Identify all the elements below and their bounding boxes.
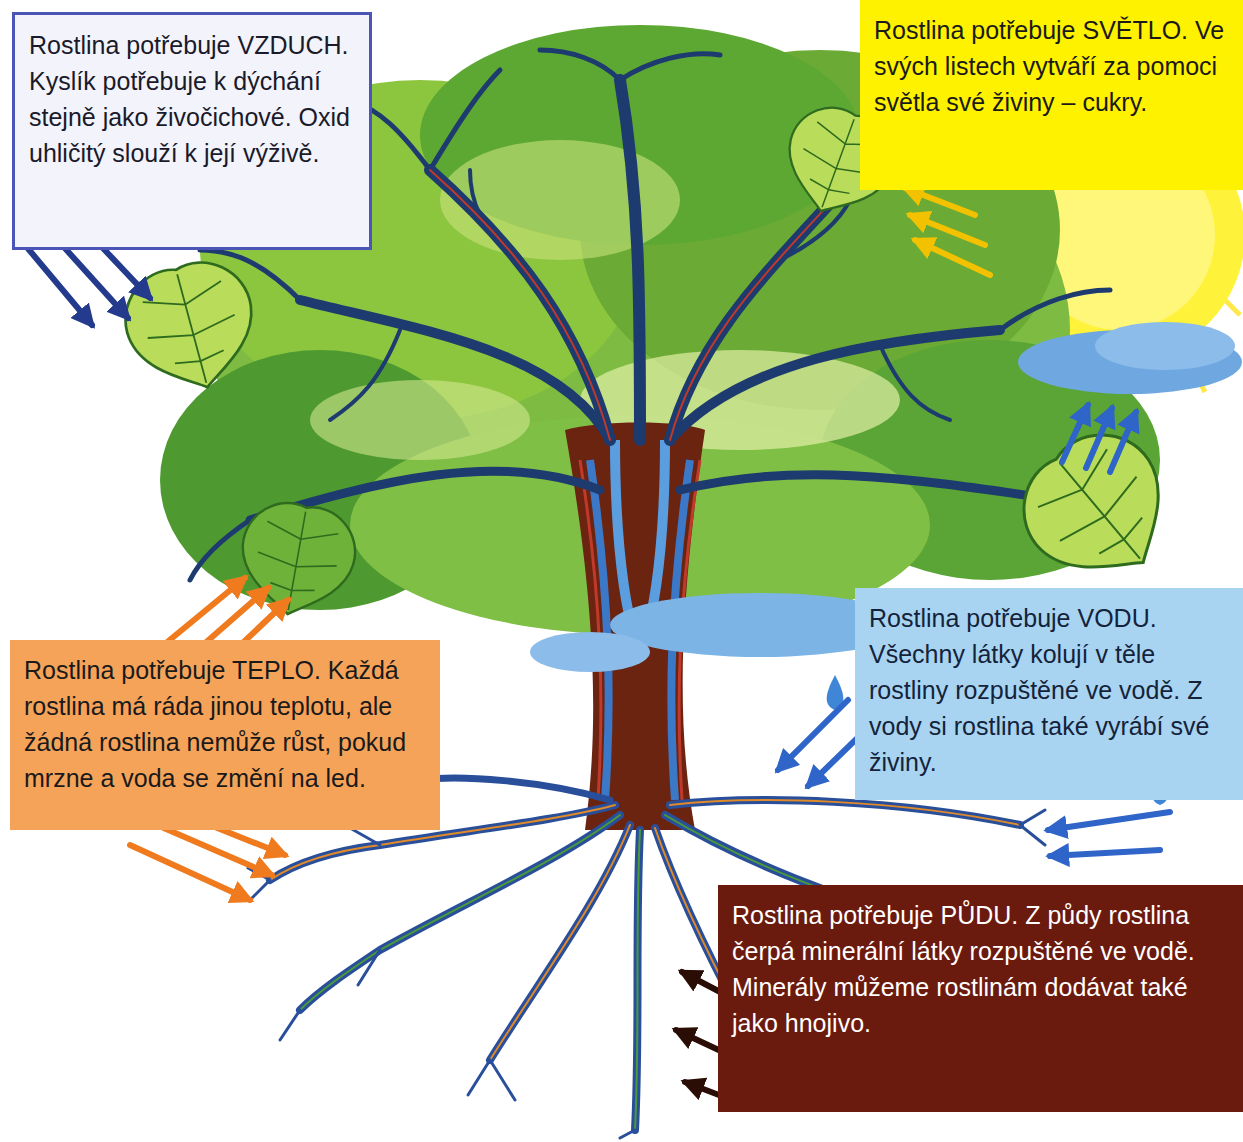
branch: [620, 80, 640, 440]
cloud: [1095, 322, 1235, 370]
box-text: Rostlina potřebuje TEPLO. Každá rostlina…: [24, 652, 426, 796]
root-vessel: [635, 830, 640, 1130]
arrow: [1048, 812, 1170, 830]
leaf-vein: [249, 505, 345, 617]
trunk-vessel: [580, 460, 601, 800]
branch-vessel: [670, 170, 860, 440]
box-text: Rostlina potřebuje PŮDU. Z půdy rostlina…: [732, 897, 1229, 1041]
leaf-vein: [134, 263, 250, 395]
twig: [1000, 290, 1110, 330]
branch: [680, 475, 1060, 500]
arrow: [62, 245, 128, 318]
sun-ray: [1225, 300, 1240, 315]
branch: [670, 330, 1000, 440]
leaf-vein: [1021, 431, 1178, 591]
air-box: Rostlina potřebuje VZDUCH. Kyslík potřeb…: [12, 12, 372, 250]
root: [300, 815, 620, 1010]
branch-vessel: [430, 170, 610, 440]
clouds: [530, 322, 1242, 805]
root-vessel: [300, 815, 620, 1010]
branch: [670, 170, 860, 440]
box-text: Rostlina potřebuje VZDUCH. Kyslík potřeb…: [29, 27, 355, 171]
arrow: [100, 245, 150, 298]
arrow: [915, 240, 990, 275]
warmth-box: Rostlina potřebuje TEPLO. Každá rostlina…: [10, 640, 440, 830]
twig: [620, 54, 720, 80]
root: [420, 778, 610, 800]
twig: [330, 330, 400, 420]
arrow: [905, 188, 975, 215]
twig: [430, 70, 500, 170]
twig: [190, 520, 250, 580]
arrow: [1050, 850, 1160, 856]
twig: [880, 345, 950, 420]
foliage-highlight: [310, 380, 530, 460]
root-vessel: [670, 800, 1020, 825]
air-arrows: [25, 245, 150, 325]
arrow: [130, 845, 250, 900]
root: [635, 830, 640, 1130]
arrow: [1062, 405, 1088, 462]
twig: [780, 200, 850, 260]
light-arrows: [905, 188, 990, 275]
box-text: Rostlina potřebuje VODU. Všechny látky k…: [869, 600, 1229, 780]
arrow: [1086, 408, 1112, 468]
root: [490, 825, 630, 1060]
leaf: [114, 251, 268, 403]
branch: [300, 300, 610, 440]
root-vessel: [490, 825, 630, 1060]
water-box: Rostlina potřebuje VODU. Všechny látky k…: [855, 588, 1243, 800]
box-text: Rostlina potřebuje SVĚTLO. Ve svých list…: [874, 12, 1229, 120]
twig: [540, 50, 620, 80]
root: [670, 800, 1020, 825]
light-box: Rostlina potřebuje SVĚTLO. Ve svých list…: [860, 0, 1243, 190]
arrow: [1110, 412, 1136, 472]
arrow: [25, 245, 92, 325]
arrow: [160, 578, 245, 648]
foliage-highlight: [440, 140, 680, 260]
soil-box: Rostlina potřebuje PŮDU. Z půdy rostlina…: [718, 885, 1243, 1112]
leaf-blade: [114, 251, 268, 403]
cloud: [530, 632, 650, 672]
